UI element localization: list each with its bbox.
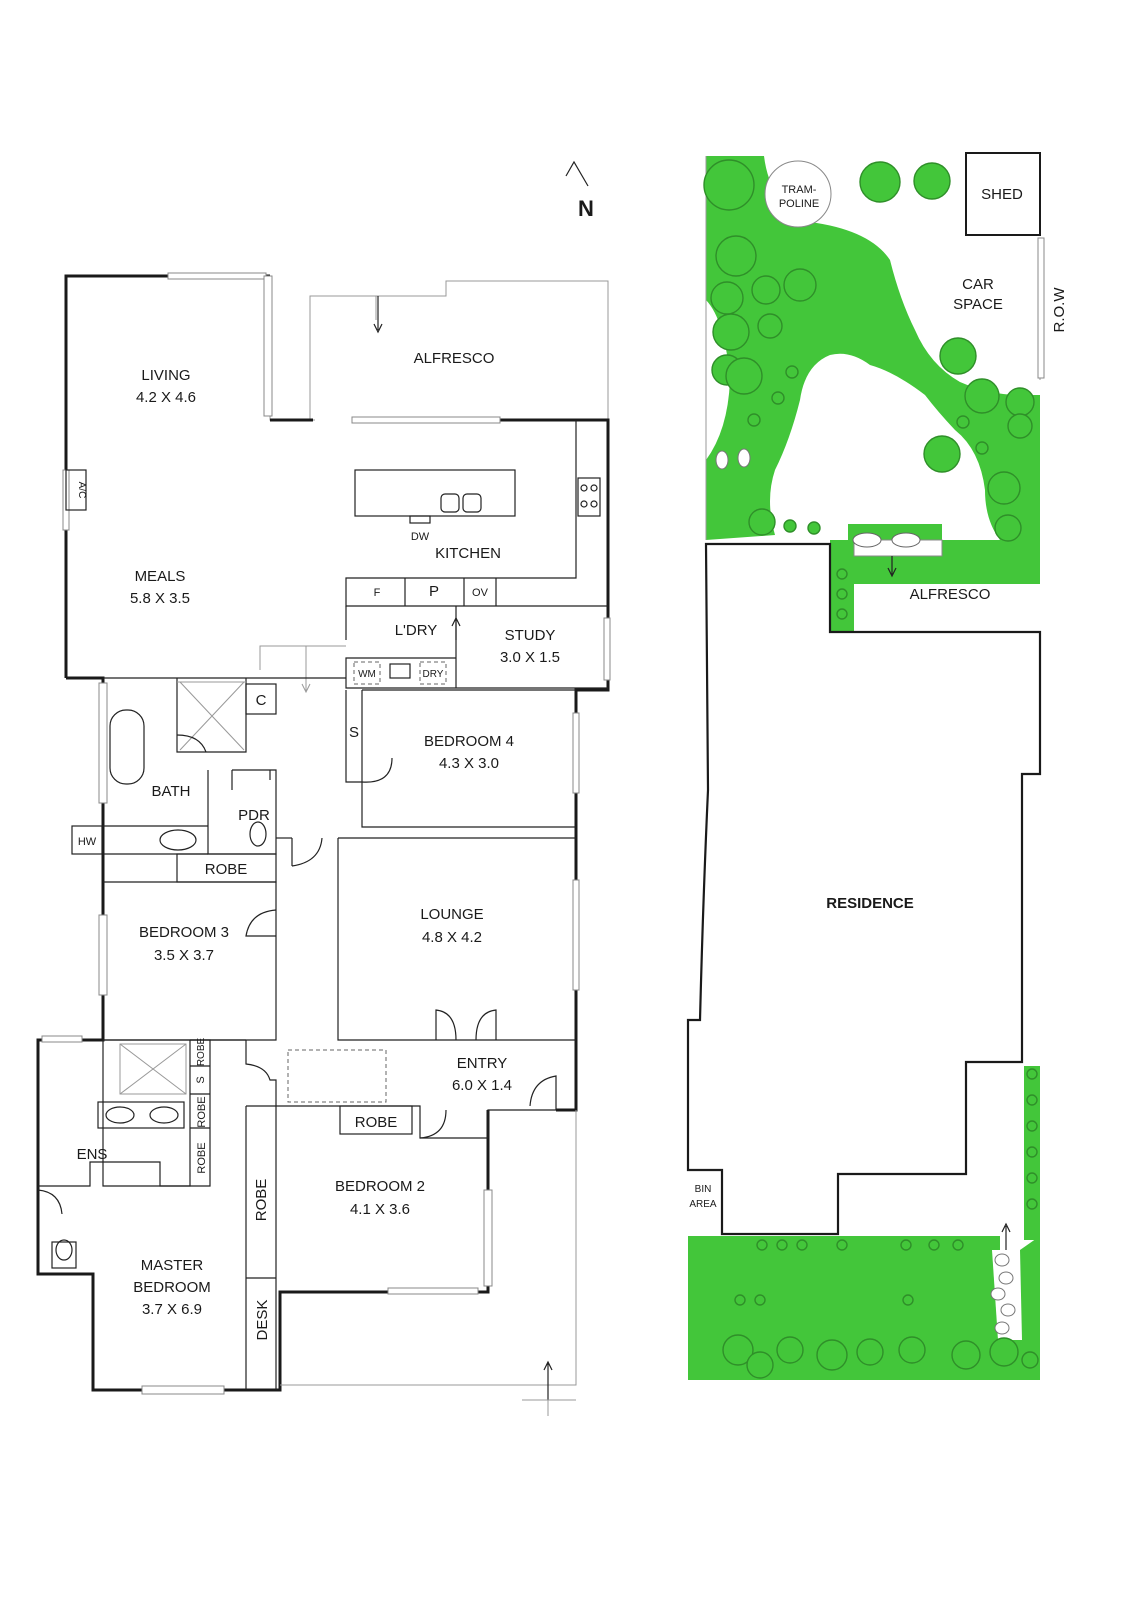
washing-machine-label: WM (358, 669, 376, 680)
room-lounge-dims: 4.8 X 4.2 (422, 929, 482, 946)
room-kitchen-name: KITCHEN (435, 545, 501, 562)
bin-area-label-1: BIN (695, 1184, 712, 1195)
ground-floor-plan: A/C (36, 272, 611, 1416)
ens-robe-2-label: ROBE (196, 1096, 208, 1127)
oven-label: OV (472, 587, 489, 599)
room-master-name: MASTER (141, 1257, 204, 1274)
robe-bedroom2-label: ROBE (355, 1114, 398, 1131)
hot-water-label: HW (78, 836, 97, 848)
site-plan: TRAM- POLINE SHED CAR SPACE R.O.W ALFRES… (686, 152, 1068, 1380)
ac-label: A/C (76, 482, 87, 499)
ens-robe-1-label: ROBE (196, 1038, 207, 1067)
room-alfresco-name: ALFRESCO (414, 350, 495, 367)
car-space-label-1: CAR (962, 276, 994, 293)
ens-storage-label: S (195, 1076, 207, 1083)
storage-label: S (349, 724, 359, 741)
ens-robe-3-label: ROBE (196, 1142, 208, 1173)
robe-bedroom3-label: ROBE (205, 861, 248, 878)
north-arrow: N (565, 160, 594, 221)
room-bedroom4-name: BEDROOM 4 (424, 733, 514, 750)
desk-label: DESK (254, 1300, 271, 1341)
pantry-label: P (429, 583, 439, 600)
room-entry-dims: 6.0 X 1.4 (452, 1077, 512, 1094)
dryer-label: DRY (423, 669, 444, 680)
room-labels: LIVING 4.2 X 4.6 ALFRESCO KITCHEN MEALS … (77, 350, 560, 1340)
room-meals-dims: 5.8 X 3.5 (130, 590, 190, 607)
room-living-name: LIVING (141, 367, 190, 384)
room-study-dims: 3.0 X 1.5 (500, 649, 560, 666)
room-entry-name: ENTRY (457, 1055, 508, 1072)
room-bedroom2-dims: 4.1 X 3.6 (350, 1201, 410, 1218)
trampoline-label-2: POLINE (779, 198, 819, 210)
room-study-name: STUDY (505, 627, 556, 644)
room-pdr-name: PDR (238, 807, 270, 824)
cupboard-label: C (256, 692, 267, 709)
room-master-dims: 3.7 X 6.9 (142, 1301, 202, 1318)
room-bedroom3-name: BEDROOM 3 (139, 924, 229, 941)
room-bath-name: BATH (152, 783, 191, 800)
residence-label: RESIDENCE (826, 895, 914, 912)
car-space-label-2: SPACE (953, 296, 1003, 313)
garden-trees (703, 159, 1039, 1379)
stepping-stones (715, 448, 1016, 1335)
shed-label: SHED (981, 186, 1023, 203)
room-lounge-name: LOUNGE (420, 906, 483, 923)
right-of-way-label: R.O.W (1051, 287, 1068, 333)
robe-master-label: ROBE (253, 1179, 270, 1222)
room-ensuite-name: ENS (77, 1146, 108, 1163)
trampoline-label-1: TRAM- (782, 184, 817, 196)
room-laundry-name: L'DRY (395, 622, 438, 639)
room-bedroom3-dims: 3.5 X 3.7 (154, 947, 214, 964)
dishwasher-label: DW (411, 531, 430, 543)
north-label: N (578, 196, 594, 221)
room-living-dims: 4.2 X 4.6 (136, 389, 196, 406)
fridge-label: F (374, 587, 381, 599)
room-bedroom2-name: BEDROOM 2 (335, 1178, 425, 1195)
room-master-line2: BEDROOM (133, 1279, 211, 1296)
room-meals-name: MEALS (135, 568, 186, 585)
room-bedroom4-dims: 4.3 X 3.0 (439, 755, 499, 772)
bin-area-label-2: AREA (689, 1199, 717, 1210)
site-alfresco-label: ALFRESCO (910, 586, 991, 603)
